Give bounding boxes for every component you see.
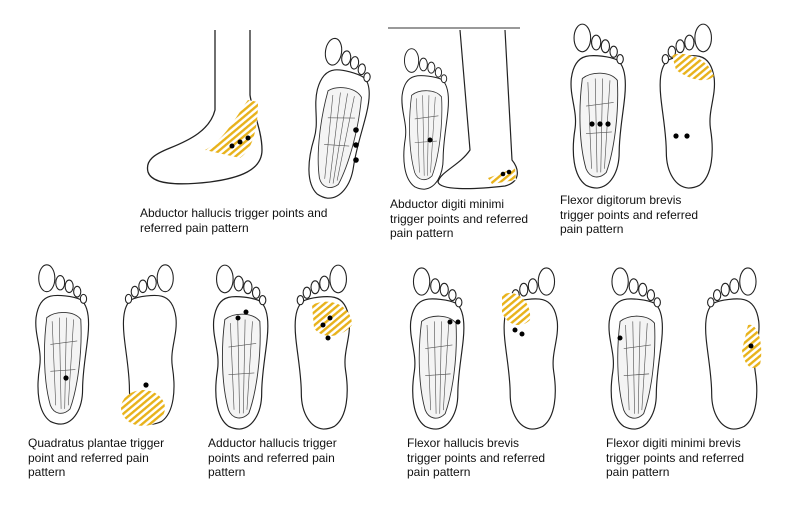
- caption-flexor-hallucis-brevis: Flexor hallucis brevis trigger points an…: [407, 436, 545, 480]
- caption-line: pattern: [28, 465, 66, 479]
- figure-abductor-hallucis-art: [146, 30, 378, 203]
- caption-line: Flexor digitorum brevis: [560, 193, 682, 207]
- figure-flexor-hallucis-brevis-art: [409, 267, 559, 430]
- caption-line: Flexor hallucis brevis: [407, 436, 520, 450]
- caption-line: Adductor hallucis trigger: [208, 436, 337, 450]
- caption-line: pattern: [208, 465, 246, 479]
- figure-abductor-digiti-minimi-art: [388, 27, 520, 190]
- figure-flexor-digiti-minimi-brevis-art: [608, 267, 762, 430]
- caption-line: pain pattern: [606, 465, 670, 479]
- caption-line: referred pain pattern: [140, 220, 249, 235]
- caption-line: pain pattern: [560, 222, 624, 236]
- caption-line: trigger points and referred: [407, 450, 546, 465]
- caption-line: pain pattern: [407, 465, 471, 479]
- caption-line: Flexor digiti minimi brevis: [606, 436, 741, 450]
- caption-line: trigger points and referred: [560, 207, 699, 222]
- caption-abductor-hallucis: Abductor hallucis trigger points and ref…: [140, 206, 327, 235]
- caption-adductor-hallucis: Adductor hallucis trigger points and ref…: [208, 436, 337, 480]
- caption-line: points and referred pain: [208, 450, 335, 465]
- caption-line: Quadratus plantae trigger: [28, 436, 165, 450]
- caption-line: trigger points and referred: [390, 211, 529, 226]
- caption-abductor-digiti-minimi: Abductor digiti minimi trigger points an…: [390, 197, 528, 241]
- figure-quadratus-plantae-art: [35, 264, 177, 426]
- figure-adductor-hallucis-art: [212, 264, 352, 430]
- caption-line: point and referred pain: [28, 450, 149, 465]
- caption-line: Abductor digiti minimi: [390, 197, 505, 211]
- caption-quadratus-plantae: Quadratus plantae trigger point and refe…: [28, 436, 164, 480]
- caption-flexor-digiti-minimi-brevis: Flexor digiti minimi brevis trigger poin…: [606, 436, 744, 480]
- figure-flexor-digitorum-brevis-art: [570, 23, 716, 189]
- caption-line: Abductor hallucis trigger points and: [140, 206, 328, 220]
- caption-flexor-digitorum-brevis: Flexor digitorum brevis trigger points a…: [560, 193, 698, 237]
- caption-line: pain pattern: [390, 226, 454, 240]
- caption-line: trigger points and referred: [606, 450, 745, 465]
